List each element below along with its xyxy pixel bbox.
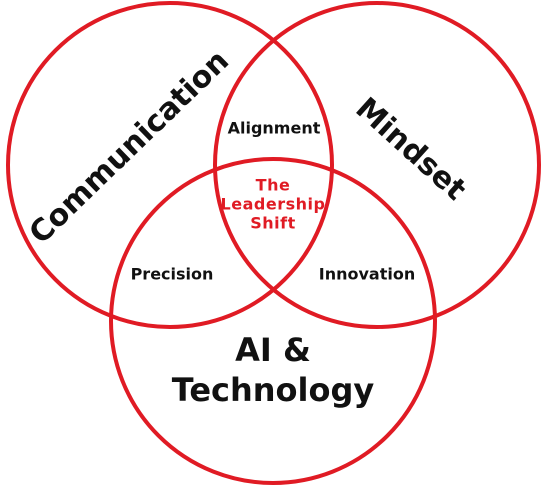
communication-label: Communication <box>23 43 236 251</box>
innovation-label: Innovation <box>319 265 415 284</box>
center-label-line2: Leadership <box>221 195 326 214</box>
ai-technology-circle <box>109 157 437 485</box>
alignment-label: Alignment <box>228 119 321 138</box>
ai-technology-label-line1: AI & <box>235 331 311 369</box>
precision-label: Precision <box>131 265 214 284</box>
communication-circle <box>6 1 334 329</box>
center-label-line3: Shift <box>250 214 296 233</box>
center-label-line1: The <box>256 176 291 195</box>
ai-technology-label-line2: Technology <box>172 371 375 409</box>
mindset-circle <box>213 1 541 329</box>
